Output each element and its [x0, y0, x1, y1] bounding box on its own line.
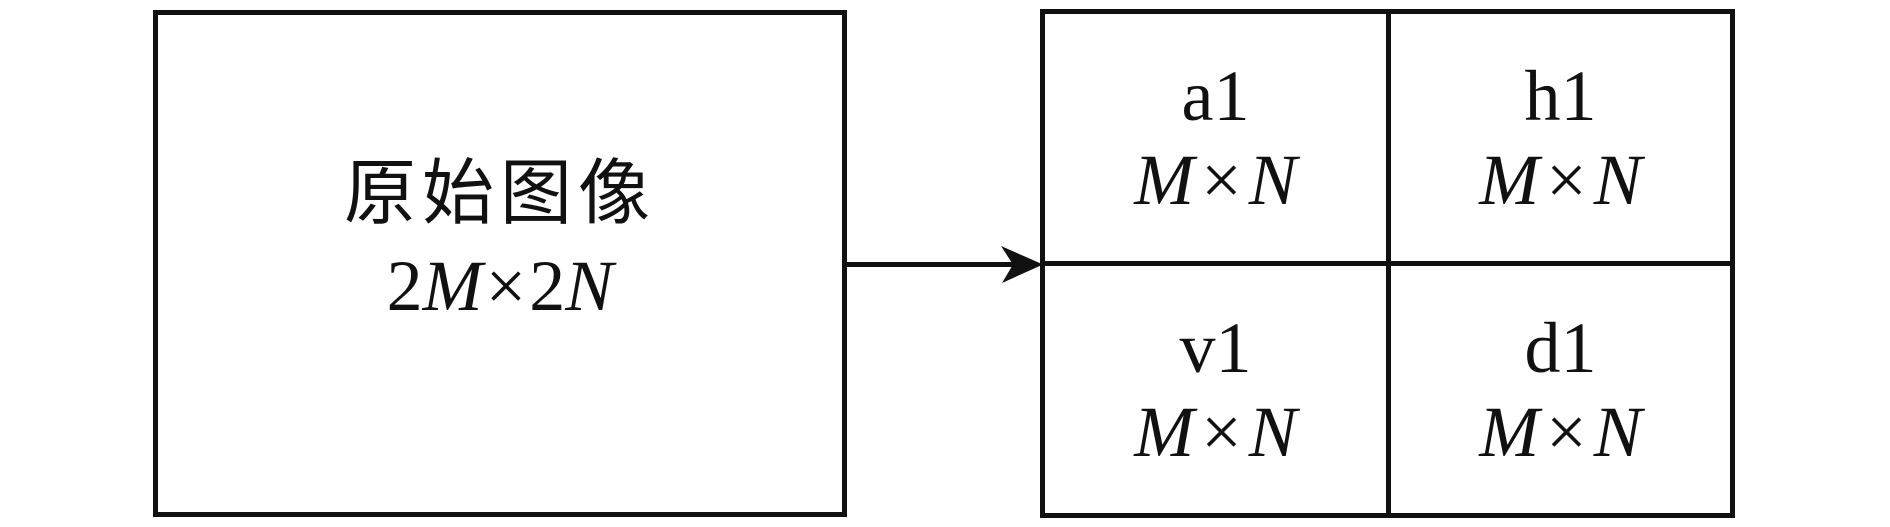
subband-label: v1 [1179, 307, 1252, 388]
source-image-size: 2M×2N [344, 240, 656, 332]
subband-label: a1 [1181, 55, 1250, 136]
subband-label: d1 [1524, 307, 1597, 388]
size-m: M [1479, 391, 1540, 472]
subband-size: M×N [1134, 390, 1297, 474]
subband-label: h1 [1524, 55, 1597, 136]
size-factor: 2 [386, 245, 423, 326]
subband-size: M×N [1479, 138, 1642, 222]
subband-cell-h1: h1 M×N [1391, 14, 1730, 266]
right-arrow-icon [847, 246, 1043, 283]
size-n: N [1248, 139, 1297, 220]
multiply-sign: × [1546, 139, 1587, 220]
subband-size: M×N [1479, 390, 1642, 474]
source-image-title: 原始图像 [343, 153, 656, 234]
multiply-sign: × [1201, 139, 1242, 220]
size-n: N [1248, 391, 1297, 472]
size-factor: 2 [529, 245, 566, 326]
subband-cell-d1: d1 M×N [1391, 266, 1730, 513]
size-m: M [1134, 139, 1195, 220]
size-m: M [1479, 139, 1540, 220]
multiply-sign: × [485, 245, 527, 326]
multiply-sign: × [1201, 391, 1242, 472]
size-n: N [1593, 139, 1642, 220]
size-m: M [422, 245, 483, 326]
subband-cell-v1: v1 M×N [1045, 266, 1391, 513]
source-image-box: 原始图像 2M×2N [153, 10, 847, 517]
size-n: N [565, 245, 614, 326]
subband-grid: a1 M×N h1 M×N v1 M×N d1 M×N [1040, 9, 1735, 518]
source-image-text-block: 原始图像 2M×2N [344, 148, 656, 332]
subband-size: M×N [1134, 138, 1297, 222]
subband-cell-a1: a1 M×N [1045, 14, 1391, 266]
size-m: M [1134, 391, 1195, 472]
multiply-sign: × [1546, 391, 1587, 472]
size-n: N [1593, 391, 1642, 472]
